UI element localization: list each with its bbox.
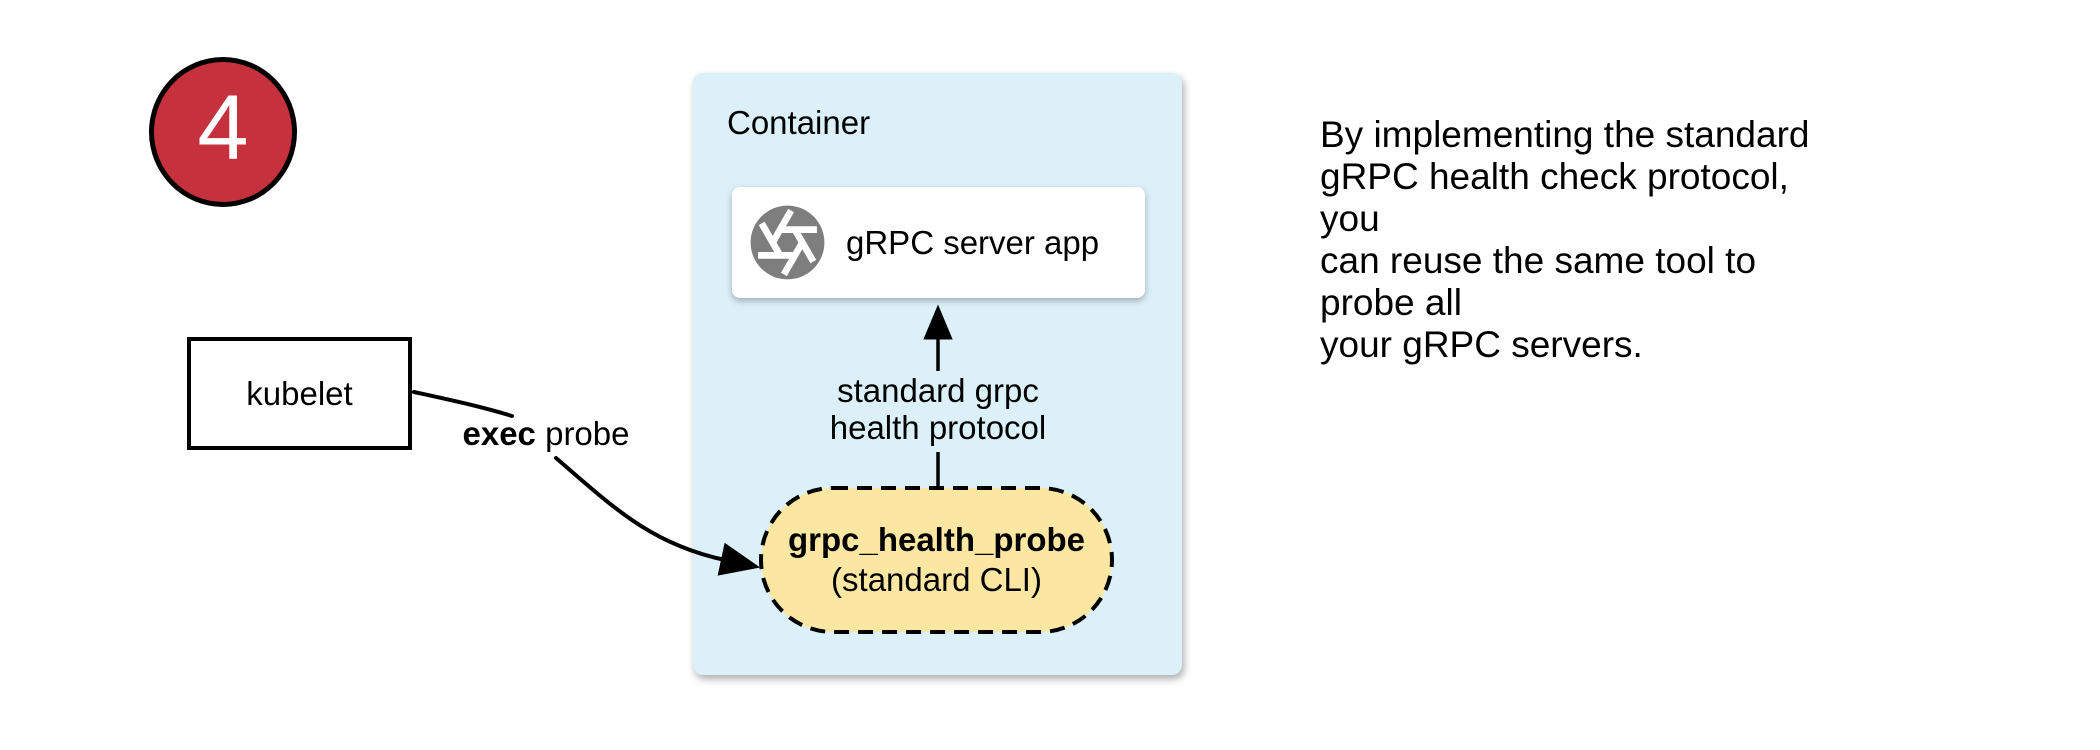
protocol-label-line1: standard grpc [837, 372, 1039, 409]
exec-probe-arrow-upper [412, 390, 514, 418]
step-number: 4 [197, 77, 249, 179]
exec-probe-label-bold: exec [462, 415, 536, 452]
kubelet-label: kubelet [246, 374, 353, 412]
container-title: Container [727, 104, 871, 141]
step-badge: 4 [149, 57, 297, 207]
probe-name: grpc_health_probe [787, 521, 1086, 558]
exec-probe-arrow-lower [554, 456, 761, 576]
grpc-server-box: gRPC server app [732, 187, 1145, 298]
grpc-health-probe-pill [759, 486, 1114, 634]
exec-probe-label-rest: probe [535, 415, 630, 452]
grpc-health-probe-text: grpc_health_probe (standard CLI) [761, 488, 1112, 632]
exec-probe-label: exec probe [436, 414, 656, 454]
protocol-label-line2: health protocol [829, 409, 1047, 446]
note-text: By implementing the standard gRPC health… [1320, 114, 1810, 365]
protocol-arrow-label: standard grpc health protocol [813, 372, 1063, 446]
kubelet-node: kubelet [187, 337, 412, 450]
probe-subtitle: (standard CLI) [831, 561, 1042, 598]
grpc-server-label: gRPC server app [846, 223, 1100, 261]
aperture-icon [750, 205, 825, 280]
